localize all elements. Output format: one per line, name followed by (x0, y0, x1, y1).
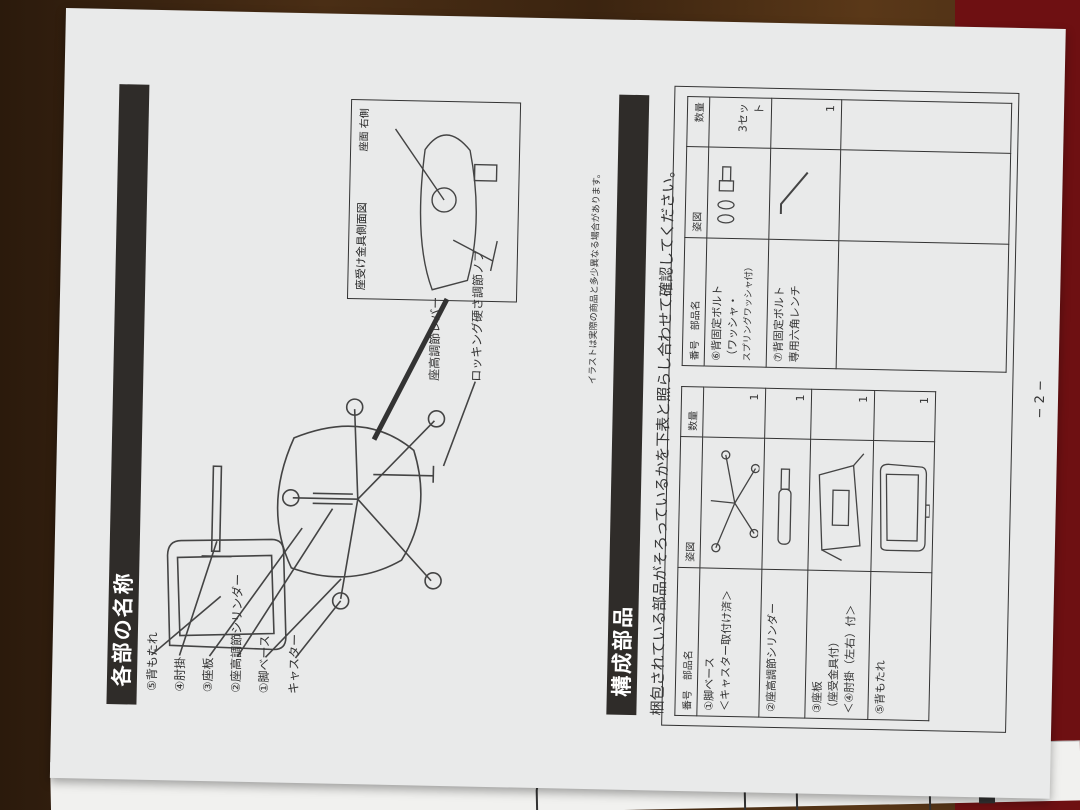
bracket-illustration (394, 128, 498, 291)
header-quantity: 数量 (680, 386, 704, 437)
hex-wrench-icon (779, 171, 809, 214)
header-quantity: 数量 (686, 96, 710, 147)
empty-cell (836, 240, 1009, 373)
manual-page: 各部の名称 (76, 34, 1048, 764)
part-name-cell: ②座高調節シリンダー (758, 568, 808, 719)
label-leg-base: ①脚ベース (256, 634, 272, 694)
label-seat: ③座板 (200, 657, 216, 693)
part-name-note: スプリングワッシャ付） (742, 262, 755, 362)
part-name-cell: ⑥背固定ボルト （ワッシャ・ スプリングワッシャ付） (704, 237, 769, 368)
bolt-washer-icon (717, 165, 735, 224)
part-name-cell: ③座板 （座受金具付） ＜④肘掛（左右）付＞ (804, 569, 871, 720)
seat-figure (807, 438, 874, 572)
page-frame: 各部の名称 (106, 44, 1048, 752)
chair-illustration (150, 297, 477, 659)
components-table-right: 番号 部品名 姿図 数量 ⑥背固定ボルト （ワッシャ・ スプリングワッシャ付） (682, 96, 1013, 373)
cylinder-icon (777, 468, 792, 545)
empty-cell (840, 99, 1012, 153)
page-number: − 2 − (1032, 380, 1049, 419)
components-table-left: 番号 部品名 姿図 数量 ①脚ベース ＜キャスター取付け済＞ (674, 386, 936, 721)
leg-base-icon (710, 449, 761, 552)
table-row: ②座高調節シリンダー 1 (758, 388, 812, 719)
label-caster: キャスター (286, 633, 302, 695)
chair-diagram: ⑤背もたれ ④肘掛 ③座板 ②座高調節シリンダー ①脚ベース キャスター ロッキ… (138, 85, 611, 714)
label-backrest: ⑤背もたれ (144, 632, 160, 692)
part-quantity: 1 (770, 98, 842, 150)
table-row-empty (836, 99, 1012, 373)
table-row: ⑥背固定ボルト （ワッシャ・ スプリングワッシャ付） (704, 97, 772, 368)
part-name-note: ＜キャスター取付け済＞ (718, 589, 734, 712)
table-row: ⑤背もたれ 1 (867, 390, 936, 721)
part-quantity: 1 (873, 390, 936, 442)
table-row: ①脚ベース ＜キャスター取付け済＞ 1 (696, 386, 766, 718)
header-figure: 姿図 (684, 146, 709, 238)
label-height-lever: 座高調節レバー (427, 296, 444, 381)
header-figure: 姿図 (677, 436, 703, 568)
hex-wrench-figure (768, 147, 841, 241)
empty-cell (838, 149, 1011, 244)
part-quantity: 1 (702, 386, 766, 438)
seat-icon (818, 452, 865, 561)
part-name: ②座高調節シリンダー (764, 602, 780, 713)
header-name: 番号 部品名 (674, 567, 700, 716)
inset-title: 座受け金具側面図 (354, 202, 369, 291)
part-quantity: 3セット (708, 97, 772, 148)
part-name-note: ＜④肘掛（左右）付＞ (842, 604, 858, 714)
part-name-note: 専用六角レンチ (787, 285, 803, 363)
bolt-figure (706, 146, 771, 239)
cylinder-figure (761, 437, 811, 570)
section-title-components: 構成部品 (606, 94, 650, 716)
leg-base-figure (699, 436, 765, 569)
backrest-figure (870, 440, 935, 573)
part-quantity: 1 (764, 388, 812, 439)
inset-seat-bracket-side-view: 座受け金具側面図 座面 右側 (346, 98, 522, 303)
part-name-cell: ⑦背固定ボルト 専用六角レンチ (766, 238, 839, 369)
table-row: ③座板 （座受金具付） ＜④肘掛（左右）付＞ 1 (804, 389, 875, 720)
inset-subtitle: 座面 右側 (359, 108, 371, 152)
manual-sheet: 各部の名称 (49, 8, 1066, 799)
header-name: 番号 部品名 (682, 237, 707, 366)
part-name-cell: ⑤背もたれ (867, 571, 932, 721)
label-cylinder: ②座高調節シリンダー (228, 573, 246, 693)
table-row: ⑦背固定ボルト 専用六角レンチ 1 (766, 98, 842, 369)
label-armrest: ④肘掛 (172, 656, 188, 692)
part-name-cell: ①脚ベース ＜キャスター取付け済＞ (696, 567, 762, 718)
part-quantity: 1 (810, 389, 875, 441)
part-name: ⑤背もたれ (873, 660, 888, 715)
backrest-icon (879, 463, 931, 552)
